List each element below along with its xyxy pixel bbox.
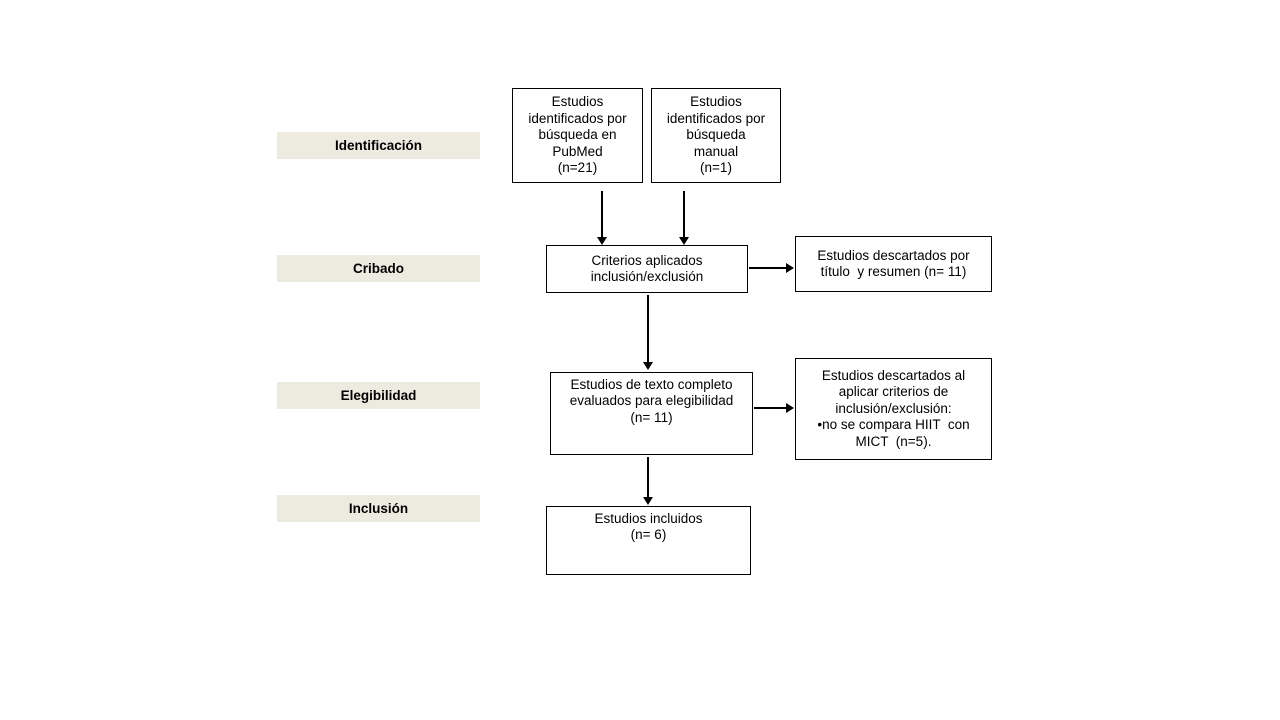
- arrow-line: [601, 191, 603, 238]
- arrow-pubmed-to-criteria: [596, 191, 608, 245]
- arrow-criteria-to-fulltext: [642, 295, 654, 370]
- box-identified-pubmed: Estudios identificados por búsqueda en P…: [512, 88, 643, 183]
- box-text: Estudios identificados por búsqueda manu…: [666, 94, 766, 176]
- box-excluded-criteria: Estudios descartados al aplicar criterio…: [795, 358, 992, 460]
- box-fulltext-assessed: Estudios de texto completo evaluados par…: [550, 372, 753, 455]
- arrow-manual-to-criteria: [678, 191, 690, 245]
- arrow-head-icon: [786, 402, 794, 413]
- stage-label-eligibility: Elegibilidad: [277, 382, 480, 409]
- arrow-head-icon: [642, 497, 653, 505]
- box-text: Estudios descartados al aplicar criterio…: [817, 367, 970, 449]
- arrow-fulltext-to-included: [642, 457, 654, 505]
- box-text: Estudios de texto completo evaluados par…: [569, 377, 734, 425]
- box-included: Estudios incluidos (n= 6): [546, 506, 751, 575]
- box-identified-manual: Estudios identificados por búsqueda manu…: [651, 88, 781, 183]
- box-excluded-title-abstract: Estudios descartados por título y resume…: [795, 236, 992, 292]
- box-text: Estudios incluidos (n= 6): [594, 511, 703, 543]
- arrow-criteria-to-excluded-title: [749, 262, 794, 274]
- stage-label-inclusion: Inclusión: [277, 495, 480, 522]
- stage-label-text: Cribado: [352, 261, 404, 276]
- arrow-line: [749, 267, 787, 269]
- arrow-line: [754, 407, 787, 409]
- stage-label-text: Identificación: [334, 138, 422, 153]
- arrow-fulltext-to-excluded-criteria: [754, 402, 794, 414]
- arrow-line: [647, 295, 649, 363]
- arrow-head-icon: [596, 237, 607, 245]
- stage-label-text: Elegibilidad: [340, 388, 417, 403]
- box-text: Criterios aplicados inclusión/exclusión: [590, 252, 704, 284]
- arrow-line: [647, 457, 649, 498]
- arrow-line: [683, 191, 685, 238]
- stage-label-text: Inclusión: [348, 501, 409, 516]
- box-text: Estudios descartados por título y resume…: [817, 247, 970, 279]
- arrow-head-icon: [678, 237, 689, 245]
- arrow-head-icon: [786, 262, 794, 273]
- box-text: Estudios identificados por búsqueda en P…: [528, 94, 627, 176]
- box-criteria-applied: Criterios aplicados inclusión/exclusión: [546, 245, 748, 293]
- stage-label-screening: Cribado: [277, 255, 480, 282]
- stage-label-identification: Identificación: [277, 132, 480, 159]
- arrow-head-icon: [642, 362, 653, 370]
